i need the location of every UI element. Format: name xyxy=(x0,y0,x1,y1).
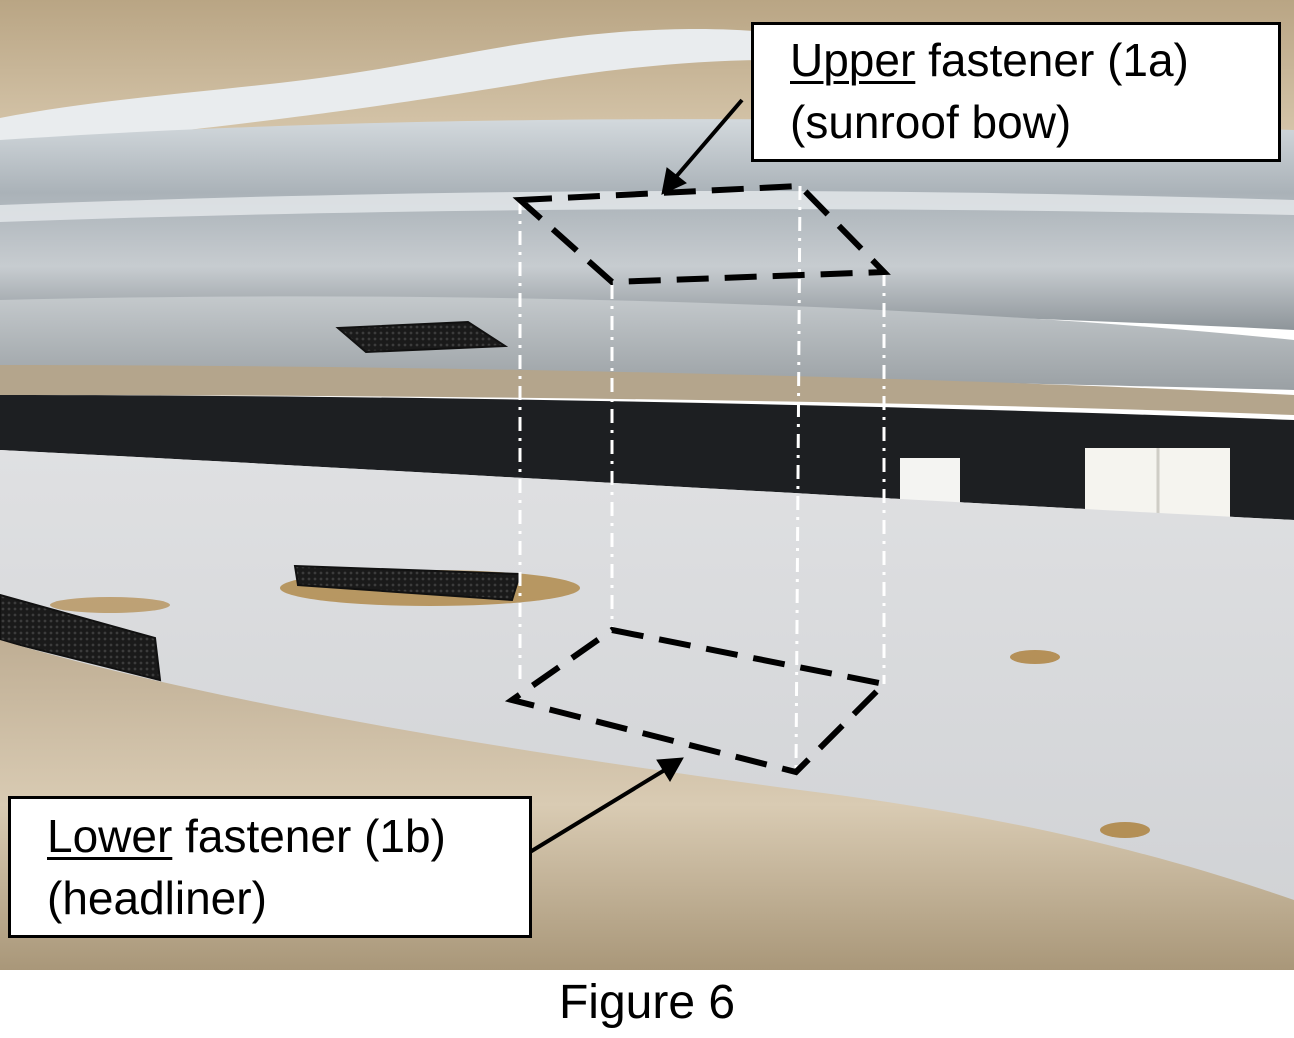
upper-label-underlined: Upper xyxy=(790,34,916,86)
upper-callout-line1: Upper fastener (1a) xyxy=(790,29,1278,91)
lower-label-rest: fastener (1b) xyxy=(172,810,446,862)
lower-arrow xyxy=(528,757,684,854)
edge-velcro-patch xyxy=(0,593,162,682)
dark-gap xyxy=(0,395,1294,520)
lower-callout-line2: (headliner) xyxy=(47,872,267,924)
upper-label-rest: fastener (1a) xyxy=(915,34,1189,86)
upper-fastener-outline xyxy=(512,182,891,286)
lower-callout-line1: Lower fastener (1b) xyxy=(47,805,529,867)
upper-velcro-patch xyxy=(335,320,509,354)
upper-callout-line2: (sunroof bow) xyxy=(790,96,1072,148)
alignment-guides xyxy=(518,185,886,771)
upper-arrow xyxy=(661,98,744,195)
lower-fastener-callout: Lower fastener (1b) (headliner) xyxy=(8,796,532,938)
sunroof-bow xyxy=(0,119,1294,330)
lower-velcro-patch xyxy=(293,564,522,602)
figure-caption: Figure 6 xyxy=(558,976,736,1029)
foam-block-small xyxy=(900,458,960,503)
fabric-fold xyxy=(0,365,1294,415)
bow-highlight xyxy=(0,190,1294,222)
lower-label-underlined: Lower xyxy=(47,810,173,862)
lower-fastener-outline xyxy=(504,626,891,776)
upper-fastener-callout: Upper fastener (1a) (sunroof bow) xyxy=(751,22,1281,162)
bow-lower-flange xyxy=(0,296,1294,390)
fabric-edge xyxy=(0,29,800,150)
